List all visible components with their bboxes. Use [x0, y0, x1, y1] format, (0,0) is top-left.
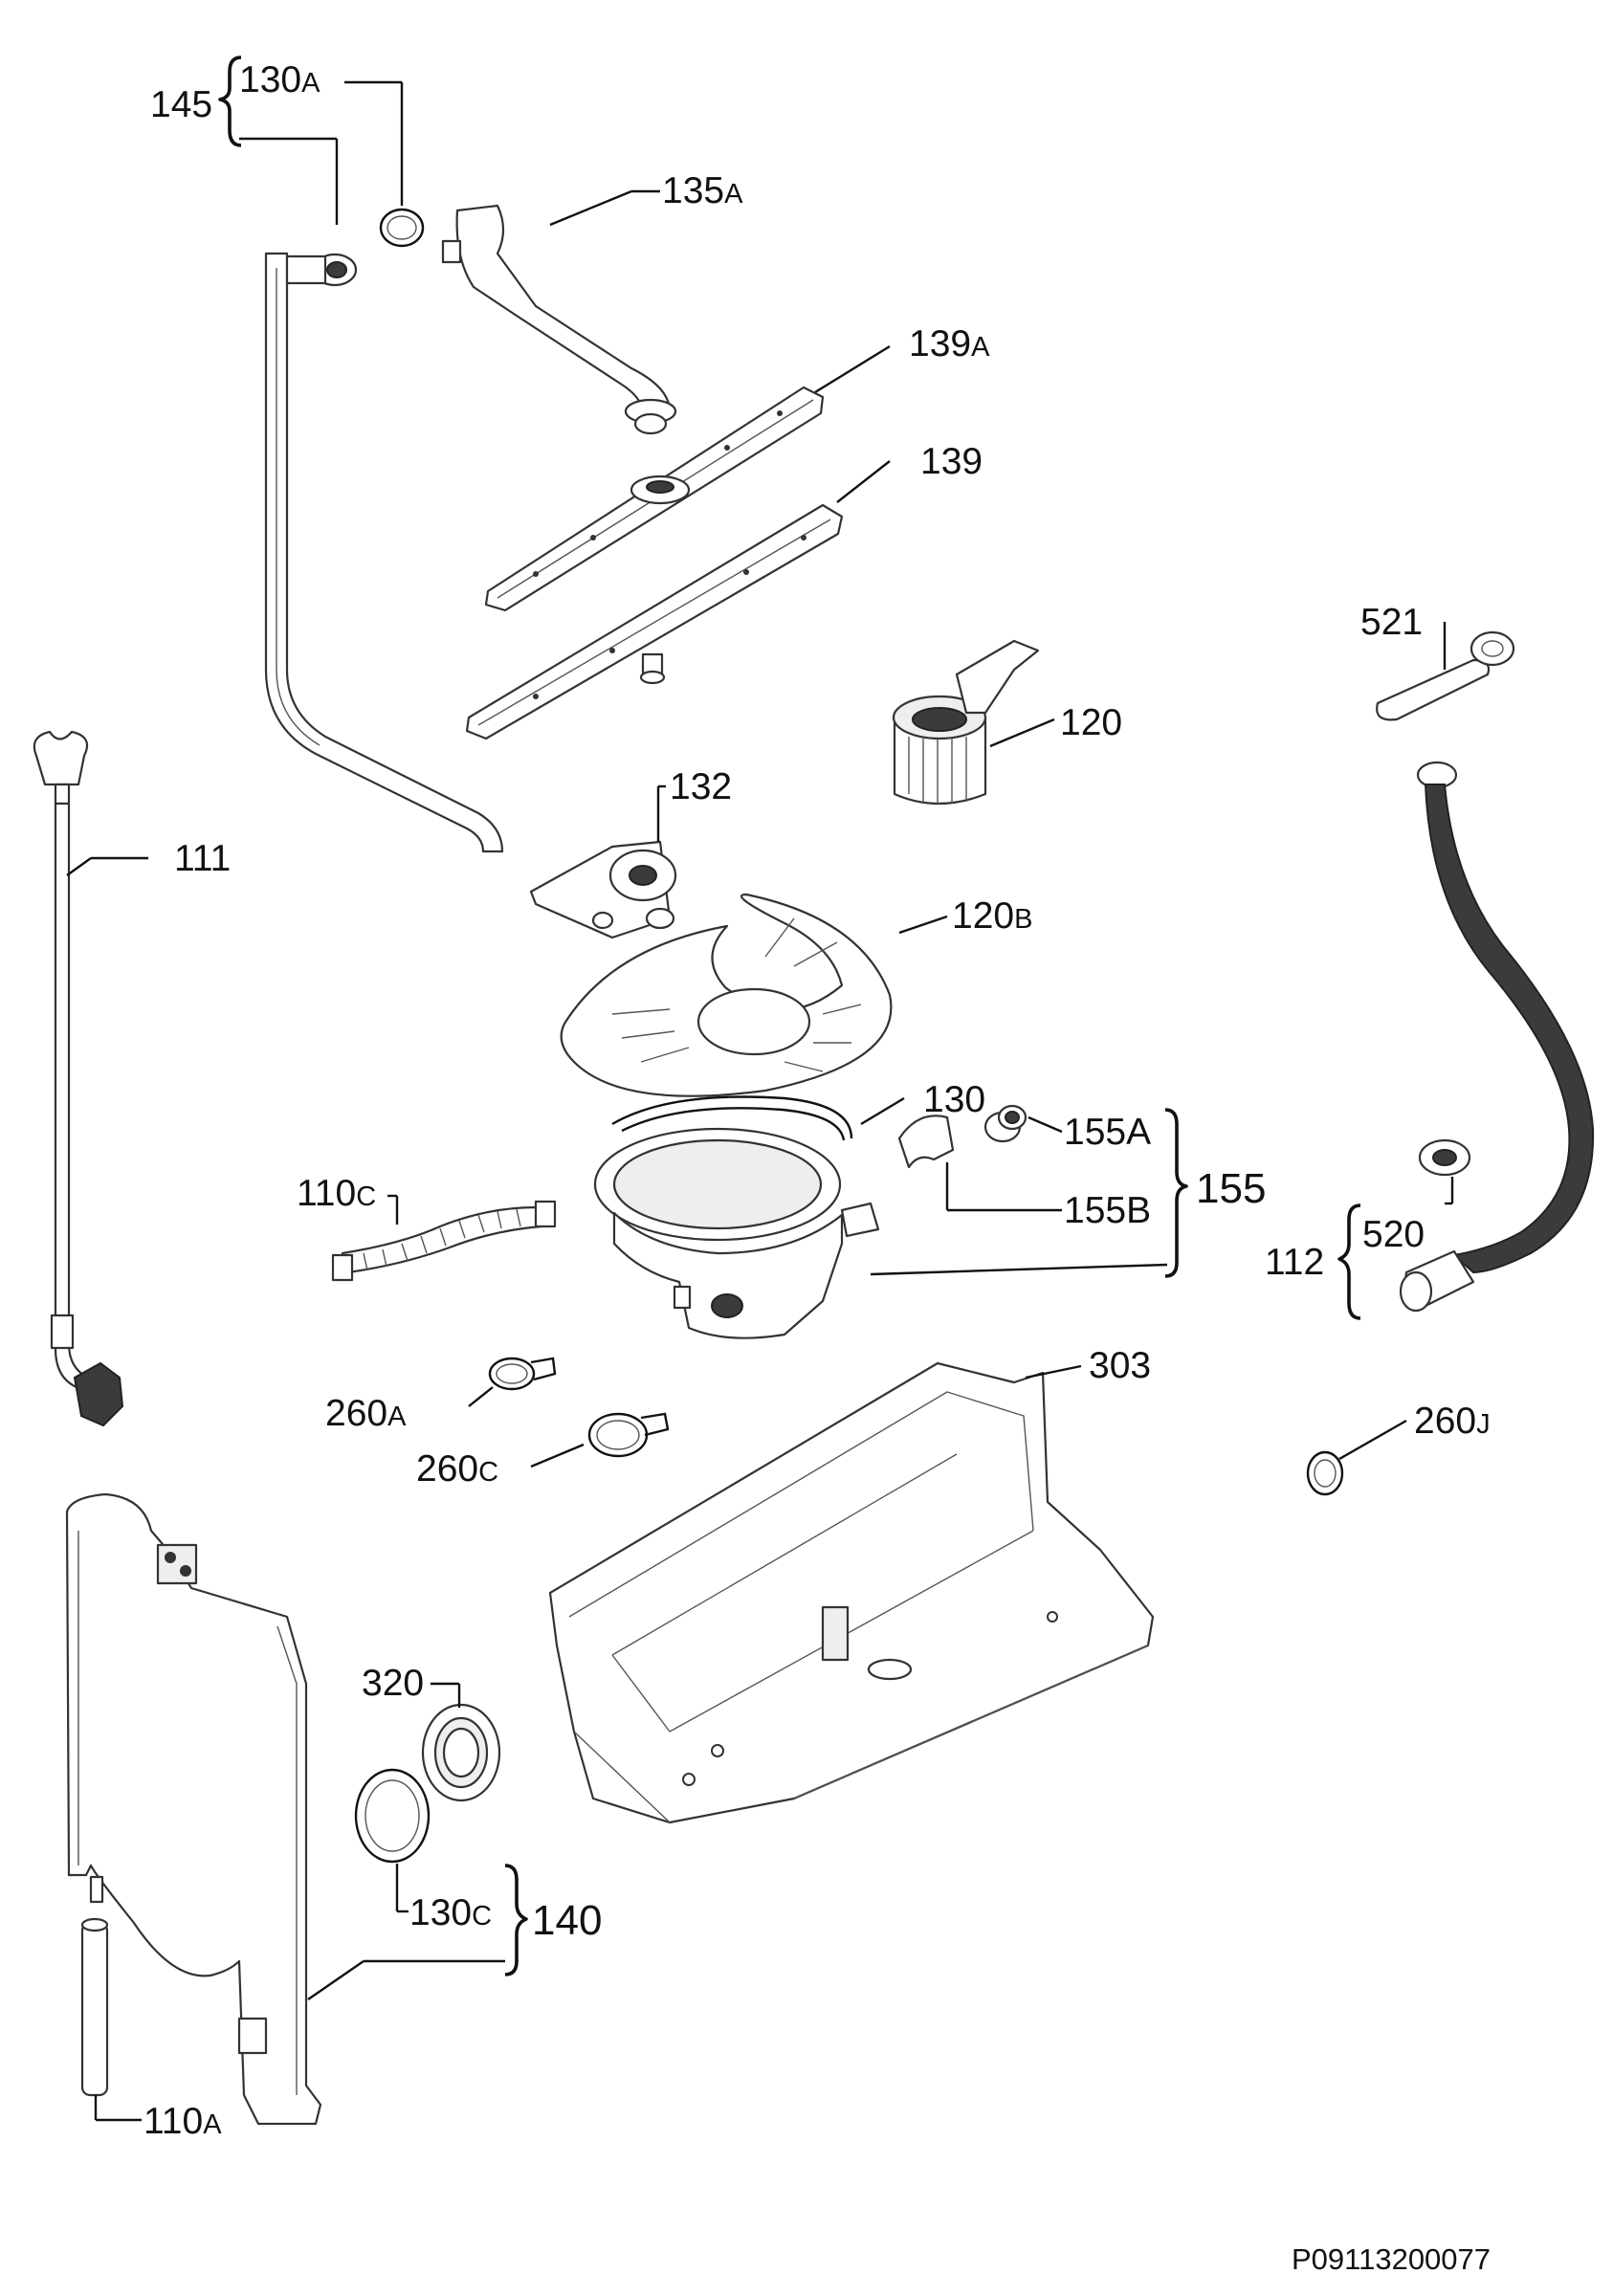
label-140: 140: [532, 1897, 602, 1944]
label-303: 303: [1089, 1345, 1151, 1386]
label-110c: 110C: [297, 1173, 376, 1214]
label-112: 112: [1265, 1242, 1324, 1283]
part-139-lower-spray-arm: [465, 503, 844, 740]
part-135a-arm-pipe: [441, 204, 677, 435]
part-260a-clamp: [488, 1357, 557, 1391]
label-145: 145: [150, 84, 212, 125]
label-135a: 135A: [662, 170, 743, 211]
part-139a-upper-spray-arm: [484, 386, 825, 612]
part-110a-hose: [80, 1917, 109, 2097]
label-155: 155: [1196, 1165, 1266, 1212]
part-145-feed-pipe: [264, 252, 504, 853]
label-320: 320: [362, 1663, 424, 1704]
label-132: 132: [670, 766, 732, 807]
part-130-gasket-ring: [611, 1095, 853, 1141]
part-120b-filter-plate: [560, 893, 893, 1097]
part-labels: 145 130A 135A 139A 139 521 120 132 111 1…: [144, 59, 1491, 2142]
label-120: 120: [1060, 702, 1122, 743]
label-120b: 120B: [952, 895, 1032, 937]
part-130c-gasket: [354, 1768, 431, 1864]
part-112-drain-hose: [1399, 761, 1595, 1313]
part-260j-clamp: [1306, 1450, 1344, 1496]
label-260c: 260C: [416, 1448, 498, 1490]
label-110a: 110A: [144, 2101, 222, 2142]
part-521-bracket: [1376, 630, 1515, 721]
part-155a-coupling: [983, 1104, 1027, 1143]
label-130c: 130C: [409, 1892, 492, 1933]
part-140-air-break: [65, 1492, 322, 2126]
label-130: 130: [923, 1079, 985, 1120]
label-260a: 260A: [325, 1393, 407, 1434]
part-320-seal: [421, 1703, 501, 1802]
part-130a-o-ring: [379, 208, 425, 248]
label-139: 139: [920, 441, 983, 482]
part-520-adapter: [1418, 1138, 1471, 1177]
label-139a: 139A: [909, 323, 990, 364]
leader-lines: [66, 55, 1454, 2122]
part-110c-corrugated-hose: [331, 1200, 557, 1282]
part-303-base-tray: [548, 1361, 1155, 1824]
document-reference-number: P09113200077: [1292, 2242, 1491, 2276]
label-520: 520: [1362, 1214, 1425, 1255]
label-260j: 260J: [1414, 1401, 1491, 1442]
label-130a: 130A: [239, 59, 320, 100]
part-155b-clip: [897, 1115, 955, 1169]
part-260c-clamp: [587, 1412, 670, 1458]
label-155a: 155A: [1064, 1112, 1151, 1153]
label-111: 111: [174, 838, 231, 879]
part-sump: [593, 1127, 880, 1339]
part-132-valve: [529, 840, 677, 939]
label-155b: 155B: [1064, 1190, 1151, 1231]
part-111-inlet-hose: [33, 730, 124, 1427]
label-521: 521: [1360, 602, 1423, 643]
part-120-filter: [892, 639, 1040, 806]
